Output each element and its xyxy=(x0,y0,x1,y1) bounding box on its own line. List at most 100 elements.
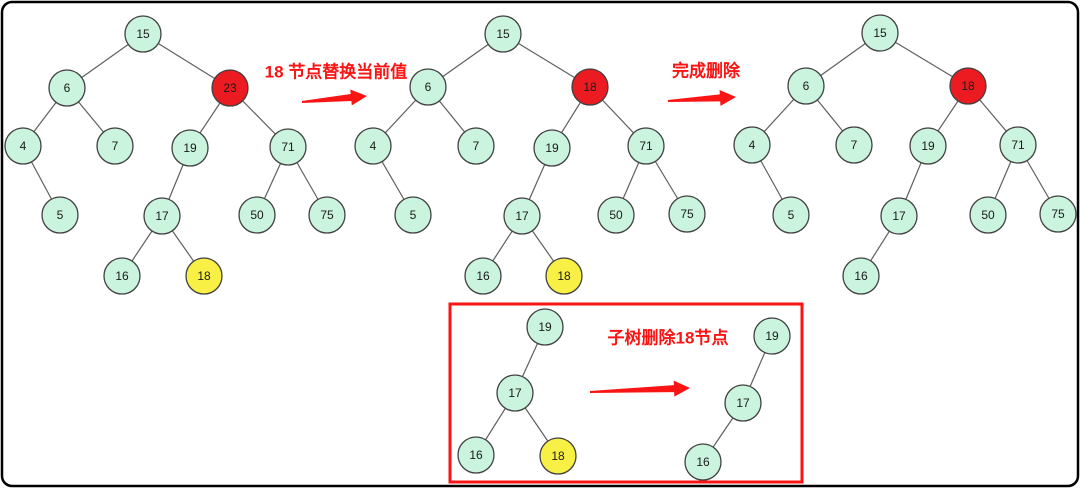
tree-step3-deleted: 15 6 18 4 7 19 71 5 17 50 75 16 xyxy=(733,14,1077,295)
tree-node-18: 18 xyxy=(545,257,583,295)
tree-node-75: 75 xyxy=(668,195,706,233)
node-value: 15 xyxy=(496,27,510,41)
node-value: 5 xyxy=(788,208,795,222)
node-circle-green xyxy=(457,436,495,474)
node-circle-green xyxy=(171,129,209,167)
tree-node-19: 19 xyxy=(533,129,571,167)
tree-node-15: 15 xyxy=(861,14,899,52)
node-circle-green xyxy=(969,196,1007,234)
tree-node-5: 5 xyxy=(772,196,810,234)
annotation-label: 完成删除 xyxy=(672,61,741,81)
tree-node-17: 17 xyxy=(880,197,918,235)
tree-node-18: 18 xyxy=(539,437,577,475)
node-value: 18 xyxy=(557,269,571,283)
node-circle-green xyxy=(597,196,635,234)
tree-node-18: 18 xyxy=(571,68,609,106)
node-value: 5 xyxy=(410,208,417,222)
node-circle-green xyxy=(724,384,762,422)
node-value: 6 xyxy=(425,80,432,94)
tree-node-4: 4 xyxy=(4,127,42,165)
tree-node-16: 16 xyxy=(684,443,722,481)
node-value: 19 xyxy=(538,320,552,334)
node-circle-green xyxy=(238,196,276,234)
annotation-label: 18 节点替换当前值 xyxy=(265,62,408,82)
tree-node-5: 5 xyxy=(41,196,79,234)
tree-node-23: 23 xyxy=(211,69,249,107)
tree-node-17: 17 xyxy=(724,384,762,422)
node-value: 16 xyxy=(115,269,129,283)
node-value: 5 xyxy=(57,208,64,222)
tree-node-16: 16 xyxy=(842,257,880,295)
node-circle-green xyxy=(96,127,134,165)
node-value: 75 xyxy=(680,207,694,221)
tree-node-18: 18 xyxy=(949,67,987,105)
node-circle-green xyxy=(787,67,825,105)
node-circle-green xyxy=(308,196,346,234)
tree-node-71: 71 xyxy=(269,128,307,166)
node-value: 75 xyxy=(1051,207,1065,221)
right-arrow-icon xyxy=(301,89,367,106)
node-value: 7 xyxy=(851,138,858,152)
node-value: 18 xyxy=(583,80,597,94)
node-value: 75 xyxy=(320,208,334,222)
subtree-panel-label: 子树删除18节点 xyxy=(608,328,729,348)
node-circle-yellow xyxy=(545,257,583,295)
node-circle-green xyxy=(103,257,141,295)
subtree-before-delete: 19 17 16 18 xyxy=(457,308,577,475)
node-circle-green xyxy=(772,196,810,234)
node-circle-green xyxy=(4,127,42,165)
tree-node-17: 17 xyxy=(503,197,541,235)
node-value: 19 xyxy=(183,141,197,155)
tree-node-75: 75 xyxy=(1039,195,1077,233)
node-circle-green xyxy=(496,374,534,412)
node-circle-green xyxy=(909,127,947,165)
node-value: 17 xyxy=(508,386,522,400)
node-value: 17 xyxy=(892,209,906,223)
node-value: 50 xyxy=(609,208,623,222)
tree-node-19: 19 xyxy=(909,127,947,165)
tree-node-50: 50 xyxy=(238,196,276,234)
node-circle-green xyxy=(526,308,564,346)
node-circle-red xyxy=(571,68,609,106)
node-value: 6 xyxy=(803,79,810,93)
node-circle-green xyxy=(409,68,447,106)
tree-node-6: 6 xyxy=(409,68,447,106)
node-circle-green xyxy=(684,443,722,481)
node-circle-red xyxy=(211,69,249,107)
subtree-panel-border xyxy=(448,302,804,484)
tree-node-18: 18 xyxy=(185,257,223,295)
node-value: 16 xyxy=(469,448,483,462)
right-arrow-icon xyxy=(590,380,690,397)
node-value: 19 xyxy=(921,139,935,153)
node-value: 7 xyxy=(473,139,480,153)
tree-node-75: 75 xyxy=(308,196,346,234)
tree-node-71: 71 xyxy=(999,126,1037,164)
node-value: 71 xyxy=(281,140,295,154)
node-value: 15 xyxy=(136,27,150,41)
node-circle-green xyxy=(668,195,706,233)
node-value: 71 xyxy=(639,139,653,153)
tree-node-17: 17 xyxy=(496,374,534,412)
node-circle-green xyxy=(143,197,181,235)
tree-node-50: 50 xyxy=(969,196,1007,234)
tree-node-6: 6 xyxy=(787,67,825,105)
node-value: 15 xyxy=(873,26,887,40)
node-value: 19 xyxy=(545,141,559,155)
node-value: 50 xyxy=(981,208,995,222)
tree-node-15: 15 xyxy=(124,15,162,53)
node-circle-green xyxy=(484,15,522,53)
node-circle-yellow xyxy=(539,437,577,475)
node-value: 16 xyxy=(696,455,710,469)
node-circle-green xyxy=(41,196,79,234)
node-circle-green xyxy=(861,14,899,52)
tree-node-4: 4 xyxy=(733,126,771,164)
node-circle-green xyxy=(394,196,432,234)
node-circle-green xyxy=(457,127,495,165)
node-circle-green xyxy=(533,129,571,167)
tree-node-71: 71 xyxy=(627,127,665,165)
node-circle-green xyxy=(464,257,502,295)
tree-node-4: 4 xyxy=(354,127,392,165)
right-arrow-icon xyxy=(667,90,736,106)
